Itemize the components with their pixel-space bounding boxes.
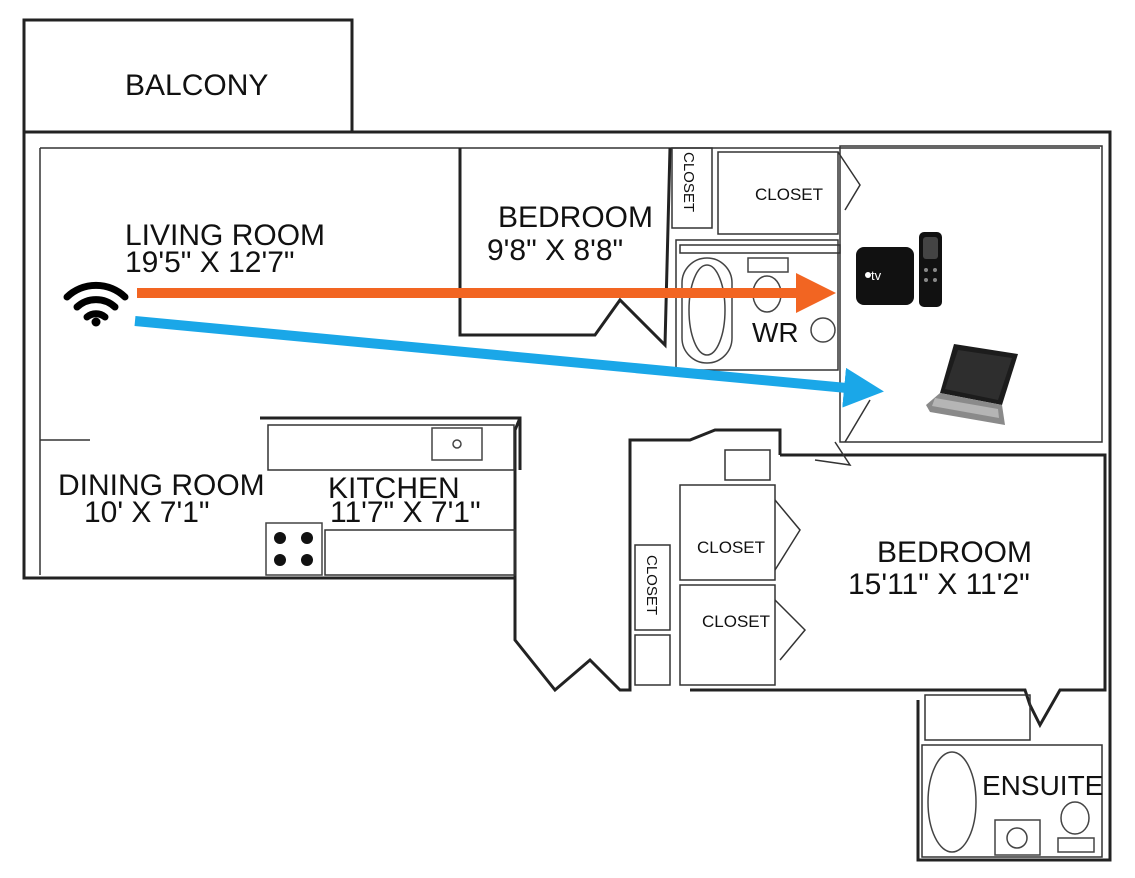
large-bedroom-wall [690, 453, 1107, 729]
closet-top-label: CLOSET [755, 185, 823, 204]
closet-middle-2-label: CLOSET [702, 612, 770, 631]
hall-nook [634, 634, 671, 686]
washroom-shelf [679, 244, 841, 254]
closet-vertical-2-outline [634, 544, 671, 631]
kitchen-sink-drain [452, 439, 462, 449]
closet-vertical-1-label: CLOSET [680, 152, 697, 212]
outer-wall-top-right [24, 130, 1112, 862]
ensuite-closet [924, 694, 1031, 741]
kitchen-stove [265, 522, 323, 576]
apple-logo-icon [865, 272, 871, 278]
large-bedroom-size: 15'11" X 11'2" [848, 568, 1030, 601]
large-bedroom-label: BEDROOM [877, 536, 1032, 569]
washroom-sink [810, 317, 836, 343]
closet-middle-1-outline [679, 484, 776, 581]
hallway-wall [513, 428, 782, 693]
washroom-outline [675, 239, 839, 371]
closet-middle-2-door [774, 599, 807, 661]
stove-burner-4 [301, 554, 313, 566]
hall-shelf [724, 449, 771, 481]
kitchen-counter [267, 424, 515, 471]
ensuite-sink [994, 819, 1041, 856]
washroom-bathtub-basin [688, 264, 726, 356]
closet-top-door [837, 151, 861, 211]
small-bedroom-wall [458, 147, 672, 349]
remote-icon [919, 232, 942, 307]
laptop-icon [926, 344, 1018, 425]
ensuite-bathtub [927, 751, 977, 853]
arrow-to-laptop [134, 316, 884, 408]
room-labels: BALCONY LIVING ROOM 19'5" X 12'7" BEDROO… [58, 69, 1103, 801]
closet-middle-2-outline [679, 584, 776, 686]
closet-middle-1-label: CLOSET [697, 538, 765, 557]
ensuite-label: ENSUITE [982, 770, 1103, 801]
living-room-label: LIVING ROOM [125, 219, 325, 252]
closet-middle-1-door [774, 499, 801, 571]
small-bedroom-size: 9'8" X 8'8" [487, 234, 623, 267]
kitchen-lower-counter [324, 529, 516, 576]
apple-tv-icon: tv [856, 247, 914, 305]
small-bedroom-label: BEDROOM [498, 201, 653, 234]
dining-room-size: 10' X 7'1" [84, 496, 210, 529]
living-room-size: 19'5" X 12'7" [125, 246, 295, 279]
ensuite-toilet [1060, 801, 1090, 835]
closet-vertical-1-outline [671, 147, 713, 229]
closet-top-outline [717, 151, 839, 235]
ensuite-toilet-tank [1057, 837, 1095, 853]
kitchen-counter-wall [260, 416, 522, 470]
kitchen-label: KITCHEN [328, 472, 460, 505]
ensuite-sink-basin [1006, 827, 1028, 849]
washroom-label: WR [752, 317, 799, 348]
balcony-label: BALCONY [125, 69, 268, 102]
stove-burner-2 [301, 532, 313, 544]
stove-burner-3 [274, 554, 286, 566]
signal-arrows [134, 273, 884, 408]
stove-burner-1 [274, 532, 286, 544]
closet-vertical-2-label: CLOSET [643, 555, 660, 615]
dining-room-label: DINING ROOM [58, 469, 265, 502]
walls [22, 18, 1112, 862]
tv-room-outline [839, 145, 1103, 443]
wifi-icon [63, 281, 129, 327]
apple-tv-label: tv [871, 268, 882, 283]
fixtures [265, 257, 1095, 856]
washroom-toilet-tank [747, 257, 789, 273]
ensuite-outline [921, 744, 1103, 858]
kitchen-size: 11'7" X 7'1" [330, 496, 481, 529]
large-bedroom-door [814, 441, 852, 466]
tv-room-door [844, 399, 871, 443]
